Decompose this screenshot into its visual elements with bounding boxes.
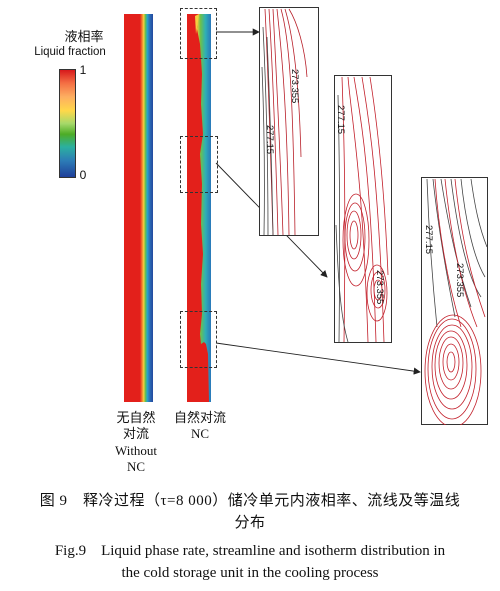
inset-bottom-iso-1: 277.15 [423, 225, 434, 254]
inset-top: 273.355 277.15 [259, 7, 319, 236]
inset-top-streamlines [261, 8, 308, 236]
inset-middle-iso-1: 277.15 [335, 105, 346, 134]
inset-middle-streamlines [335, 76, 389, 343]
inset-top-frame [259, 7, 319, 236]
without-nc-label-cn-1: 无自然 [116, 410, 156, 425]
figure-caption-cn-line2: 分布 [234, 515, 266, 531]
inset-top-iso-2: 277.15 [264, 125, 275, 154]
nc-label-en: NC [190, 426, 210, 441]
without-nc-column [124, 14, 153, 402]
legend-title-cn: 液相率 [64, 29, 104, 44]
figure-caption-cn-line1: 图 9 释冷过程（τ=8 000）储冷单元内液相率、流线及等温线 [39, 493, 461, 509]
inset-bottom-frame [421, 177, 488, 425]
arrow-bottom [215, 342, 421, 375]
inset-bottom-streamlines [424, 178, 488, 425]
inset-bottom-iso-2: 273.355 [454, 263, 465, 297]
legend-colorbar [59, 69, 76, 178]
legend-min-label: 0 [79, 168, 87, 182]
nc-column-liquid-front [195, 14, 211, 402]
inset-top-iso-1: 273.355 [289, 69, 300, 103]
nc-label-cn: 自然对流 [173, 410, 226, 425]
without-nc-label-en-1: Without [114, 443, 158, 458]
without-nc-label-cn-2: 对流 [122, 426, 149, 441]
without-nc-label-en-2: NC [126, 459, 146, 474]
nc-column [187, 14, 211, 402]
inset-middle: 277.15 273.355 [334, 75, 392, 343]
legend-title-en: Liquid fraction [34, 46, 106, 58]
figure-caption-en-line2: the cold storage unit in the cooling pro… [121, 565, 379, 581]
legend-max-label: 1 [79, 63, 87, 77]
figure-caption-en-line1: Fig.9 Liquid phase rate, streamline and … [54, 543, 446, 559]
inset-bottom: 277.15 273.355 [421, 177, 488, 425]
nc-dashed-box-bottom [180, 311, 217, 368]
inset-middle-iso-2: 273.355 [374, 270, 385, 304]
nc-dashed-box-top [180, 8, 217, 59]
